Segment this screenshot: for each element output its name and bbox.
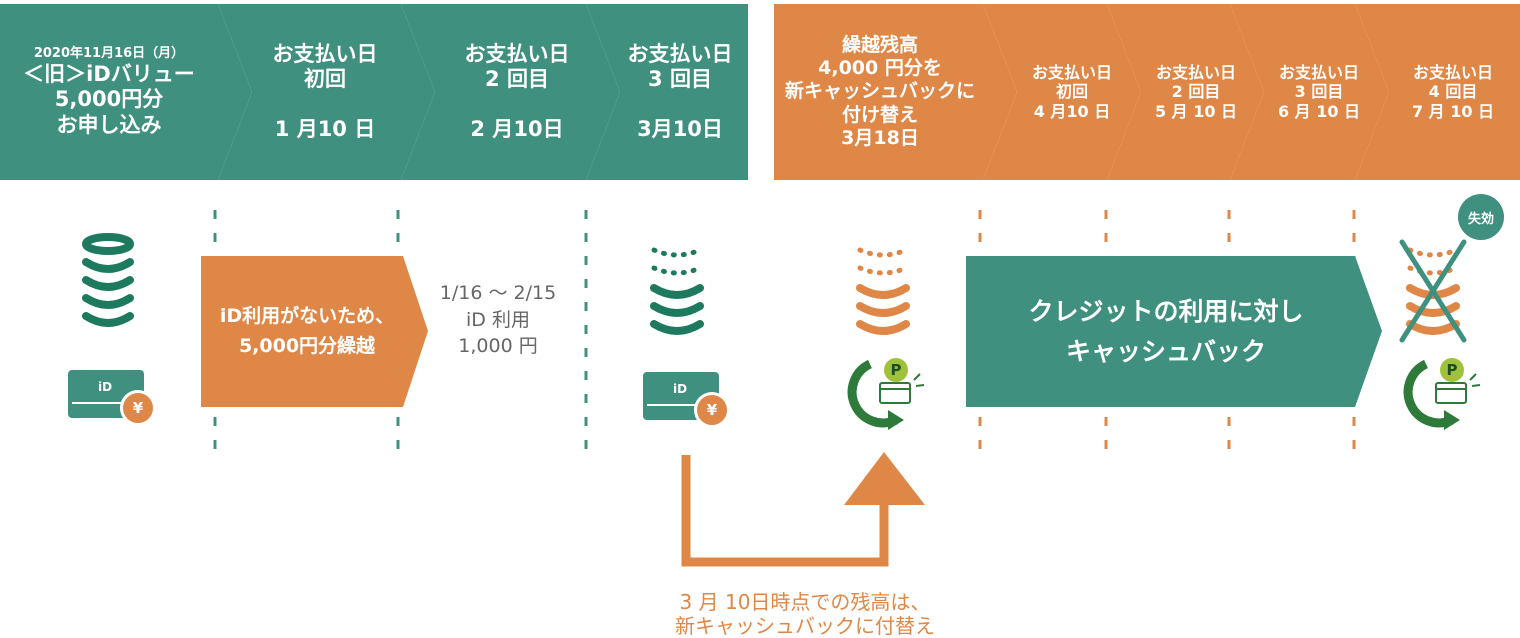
step-6-title: お支払い日 — [1031, 62, 1112, 82]
step-2-title: お支払い日 — [272, 41, 378, 66]
step-8-date: 6 月 10 日 — [1277, 101, 1361, 121]
step-5-line-1: 繰越残高 — [841, 34, 918, 57]
coin-stack-icon — [82, 233, 134, 327]
usage-amount: 1,000 円 — [458, 335, 538, 358]
step-3-date: 2 月10日 — [470, 116, 564, 141]
carryover-arrow-box — [201, 256, 428, 407]
transfer-note-line-1: 3 月 10日時点での残高は、 — [679, 590, 931, 614]
cashback-cycle-icon-2 — [1403, 358, 1481, 430]
step-3-label: お支払い日 2 回目 2 月10日 — [433, 4, 601, 180]
step-7-count: 2 回目 — [1171, 82, 1221, 102]
carryover-line-1: iD利用がないため、 — [219, 305, 395, 328]
expired-badge-label: 失効 — [1467, 211, 1494, 227]
step-8-count: 3 回目 — [1294, 82, 1344, 102]
cashback-arrow-box — [966, 256, 1382, 407]
cashback-line-2: キャッシュバック — [1065, 336, 1266, 366]
step-8-label: お支払い日 3 回目 6 月 10 日 — [1259, 4, 1379, 180]
step-9-date: 7 月 10 日 — [1411, 101, 1495, 121]
id-card-label: iD — [98, 380, 113, 394]
step-9-label: お支払い日 4 回目 7 月 10 日 — [1392, 4, 1514, 180]
step-9-count: 4 回目 — [1428, 82, 1478, 102]
step-7-label: お支払い日 2 回目 5 月 10 日 — [1136, 4, 1256, 180]
coin-stack-orange-icon — [856, 247, 910, 335]
step-8-title: お支払い日 — [1278, 62, 1359, 82]
step-4-date: 3月10日 — [637, 116, 723, 141]
step-8-chevron — [1230, 4, 1389, 180]
step-7-chevron — [1107, 4, 1264, 180]
step-1-action: お申し込み — [56, 112, 162, 137]
step-6-chevron — [983, 4, 1141, 180]
id-card-stripe — [72, 402, 140, 404]
yen-coin-icon-2: ¥ — [694, 392, 730, 428]
usage-period: 1/16 〜 2/15 — [439, 282, 557, 304]
point-symbol-2: P — [1446, 361, 1458, 379]
transfer-connector-line — [681, 455, 889, 567]
step-1-chevron — [0, 4, 252, 180]
id-card-stripe-2 — [647, 404, 715, 406]
usage-label: iD 利用 — [466, 308, 530, 331]
transfer-note-line-2: 新キャッシュバックに付替え — [675, 614, 935, 638]
step-9-chevron — [1355, 4, 1520, 180]
step-2-date: 1 月10 日 — [274, 116, 376, 141]
point-icon: P — [884, 358, 908, 382]
step-4-label: お支払い日 3 回目 3月10日 — [612, 4, 748, 180]
step-3-count: 2 回目 — [485, 67, 549, 92]
id-card-label-2: iD — [673, 382, 688, 396]
coin-stack-partial-icon — [650, 247, 704, 335]
step-5-line-3: 新キャッシュバックに — [784, 80, 975, 103]
cashback-line-1: クレジットの利用に対し — [1028, 296, 1304, 326]
carryover-line-2: 5,000円分繰越 — [238, 334, 376, 357]
step-4-chevron — [586, 4, 748, 180]
step-1-label: 2020年11月16日（月） ＜旧＞iDバリュー 5,000円分 お申し込み — [0, 4, 218, 180]
yen-symbol-2: ¥ — [706, 401, 718, 419]
yen-coin-icon: ¥ — [120, 390, 156, 426]
point-icon-2: P — [1440, 358, 1464, 382]
transfer-connector-arrowhead — [844, 452, 925, 505]
step-1-amount: 5,000円分 — [54, 87, 164, 112]
step-5-line-2: 4,000 円分を — [818, 57, 942, 80]
coin-stack-expired-icon — [1399, 239, 1467, 343]
step-3-title: お支払い日 — [464, 41, 570, 66]
step-3-chevron — [401, 4, 620, 180]
carryover-text: iD利用がないため、 5,000円分繰越 — [201, 256, 413, 407]
step-5-chevron — [774, 4, 1017, 180]
expired-badge: 失効 — [1458, 194, 1504, 240]
cashback-cycle-icon — [847, 358, 925, 430]
step-2-chevron — [218, 4, 435, 180]
step-5-line-4: 付け替え — [841, 103, 918, 126]
step-1-date: 2020年11月16日（月） — [33, 45, 185, 61]
step-7-date: 5 月 10 日 — [1154, 101, 1238, 121]
point-symbol: P — [890, 361, 902, 379]
transfer-note: 3 月 10日時点での残高は、 新キャッシュバックに付替え — [620, 590, 990, 638]
step-2-count: 初回 — [304, 67, 346, 92]
step-4-count: 3 回目 — [648, 67, 712, 92]
step-9-title: お支払い日 — [1412, 62, 1493, 82]
step-5-date: 3月18日 — [841, 126, 919, 149]
step-6-date: 4 月10 日 — [1033, 101, 1111, 121]
step-2-label: お支払い日 初回 1 月10 日 — [250, 4, 400, 180]
step-6-count: 初回 — [1055, 82, 1088, 102]
step-7-title: お支払い日 — [1155, 62, 1236, 82]
step-1-product: ＜旧＞iDバリュー — [23, 61, 195, 86]
step-4-title: お支払い日 — [627, 41, 733, 66]
usage-text: 1/16 〜 2/15 iD 利用 1,000 円 — [418, 280, 578, 360]
step-6-label: お支払い日 初回 4 月10 日 — [1012, 4, 1132, 180]
cashback-text: クレジットの利用に対し キャッシュバック — [966, 256, 1366, 407]
yen-symbol: ¥ — [132, 399, 144, 417]
step-5-label: 繰越残高 4,000 円分を 新キャッシュバックに 付け替え 3月18日 — [780, 4, 980, 180]
